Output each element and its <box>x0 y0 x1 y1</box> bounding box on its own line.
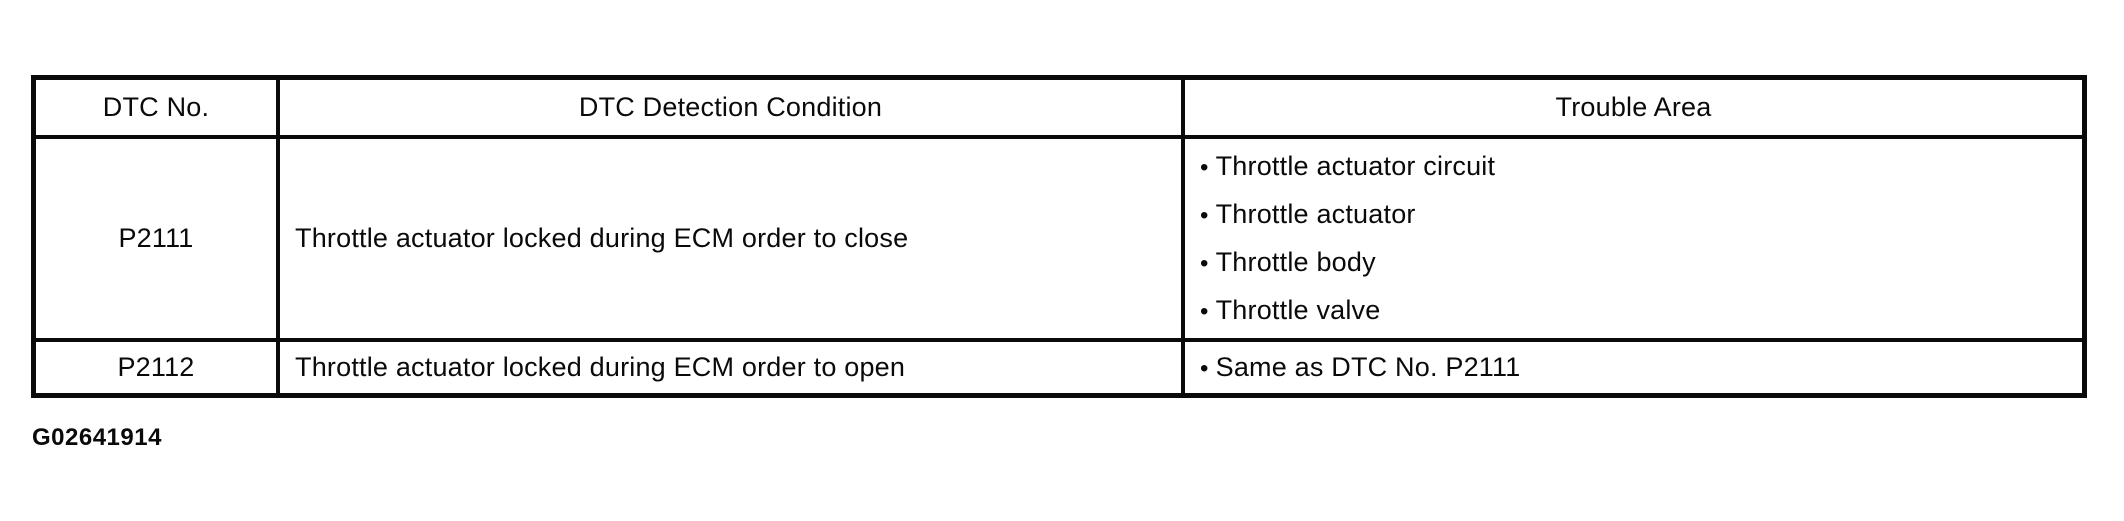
table-header-row: DTC No. DTC Detection Condition Trouble … <box>36 80 2082 135</box>
detection-condition-cell: Throttle actuator locked during ECM orde… <box>276 338 1181 393</box>
dtc-no-cell: P2112 <box>36 338 276 393</box>
trouble-area-list: Same as DTC No. P2111 <box>1185 344 2082 392</box>
trouble-area-cell: Throttle actuator circuit Throttle actua… <box>1181 135 2082 338</box>
table-row: P2111 Throttle actuator locked during EC… <box>36 135 2082 338</box>
dtc-table: DTC No. DTC Detection Condition Trouble … <box>31 75 2087 398</box>
trouble-area-item: Throttle actuator <box>1200 191 2082 239</box>
trouble-area-item: Throttle valve <box>1200 287 2082 335</box>
figure-id: G02641914 <box>32 424 162 451</box>
table-row: P2112 Throttle actuator locked during EC… <box>36 338 2082 393</box>
trouble-area-cell: Same as DTC No. P2111 <box>1181 338 2082 393</box>
header-detection-condition: DTC Detection Condition <box>276 80 1181 135</box>
trouble-area-item: Throttle body <box>1200 239 2082 287</box>
trouble-area-list: Throttle actuator circuit Throttle actua… <box>1185 143 2082 335</box>
trouble-area-item: Throttle actuator circuit <box>1200 143 2082 191</box>
trouble-area-item: Same as DTC No. P2111 <box>1200 344 2082 392</box>
header-dtc-no: DTC No. <box>102 92 210 122</box>
dtc-no-cell: P2111 <box>36 135 276 338</box>
detection-condition-cell: Throttle actuator locked during ECM orde… <box>276 135 1181 338</box>
header-trouble-area: Trouble Area <box>1181 80 2082 135</box>
